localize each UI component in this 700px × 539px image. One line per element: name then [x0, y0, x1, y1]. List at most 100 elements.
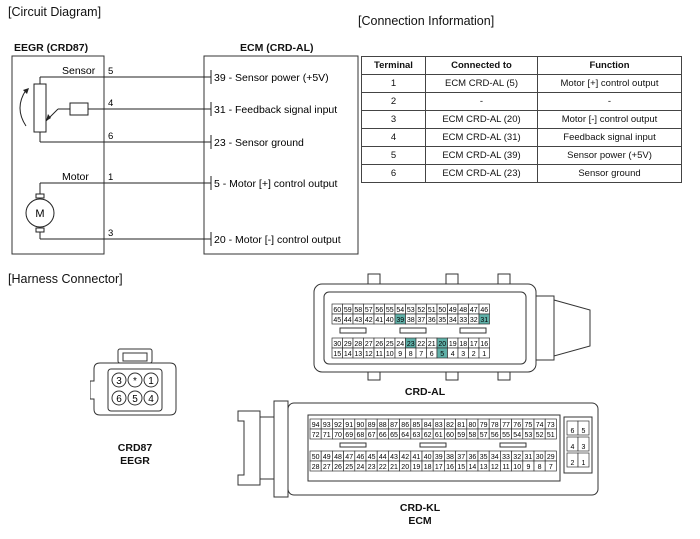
pin-number: 48	[459, 307, 467, 314]
pin-number: 65	[390, 432, 398, 439]
pin-number: 59	[457, 432, 465, 439]
pin-number: 27	[365, 341, 373, 348]
pin-number: 22	[379, 464, 387, 471]
pin-number: 29	[547, 454, 555, 461]
pin-number: 66	[379, 432, 387, 439]
pin-number: 42	[401, 454, 409, 461]
pin-number: 86	[401, 422, 409, 429]
crd-kl-pin	[544, 460, 557, 472]
pin-number: 34	[491, 454, 499, 461]
pin-number: 14	[469, 464, 477, 471]
pin-number: 5	[440, 351, 444, 358]
pin-number: 77	[502, 422, 510, 429]
pin-number: 38	[407, 317, 415, 324]
pin-number: 7	[419, 351, 423, 358]
pin-number: 2	[472, 351, 476, 358]
pin-number: 16	[480, 341, 488, 348]
crd87-caption-2: EEGR	[120, 455, 150, 467]
pin-number: 53	[407, 307, 415, 314]
pin-number: 63	[413, 432, 421, 439]
pin-number: 9	[526, 464, 530, 471]
pin-number: 52	[536, 432, 544, 439]
crd87-pin-4: 4	[148, 394, 154, 405]
pin-number: 33	[459, 317, 467, 324]
pin-number: 25	[386, 341, 394, 348]
crd-kl-side-pin	[577, 420, 590, 436]
pin-number: 17	[435, 464, 443, 471]
connection-section-title: [Connection Information]	[358, 14, 495, 28]
pin-number: 81	[457, 422, 465, 429]
ecm-pin-20-label: 20 - Motor [-] control output	[214, 234, 341, 246]
cell-terminal: 4	[361, 128, 426, 147]
cell-function: Motor [+] control output	[537, 74, 682, 93]
pin-number: 56	[491, 432, 499, 439]
eegr-pin-3: 3	[108, 228, 113, 239]
pin-number: 68	[357, 432, 365, 439]
pin-number: 36	[428, 317, 436, 324]
pin-number: 43	[390, 454, 398, 461]
pin-number: 19	[413, 464, 421, 471]
pin-number: 54	[396, 307, 404, 314]
pin-number: 60	[333, 307, 341, 314]
pin-number: 58	[469, 432, 477, 439]
eegr-box-title: EEGR (CRD87)	[14, 42, 89, 54]
pin-number: 21	[390, 464, 398, 471]
crd87-pin-5: 5	[132, 394, 138, 405]
pin-number: 32	[513, 454, 521, 461]
circuit-diagram: M Sensor Motor 5 4 6 1 3 39 - Sensor pow…	[11, 55, 359, 255]
pin-number: 31	[480, 317, 488, 324]
pin-number: 20	[401, 464, 409, 471]
pin-number: 41	[413, 454, 421, 461]
pin-number: 13	[480, 464, 488, 471]
pin-number: 20	[438, 341, 446, 348]
pin-number: 46	[357, 454, 365, 461]
cell-connected-to: ECM CRD-AL (5)	[425, 74, 538, 93]
wires	[104, 70, 212, 246]
pin-number: 17	[470, 341, 478, 348]
pin-number: 83	[435, 422, 443, 429]
pin-number: 61	[435, 432, 443, 439]
pin-number: 4	[451, 351, 455, 358]
cell-terminal: 2	[361, 92, 426, 111]
pin-number: 5	[582, 428, 586, 435]
pin-number: 31	[525, 454, 533, 461]
pin-number: 35	[438, 317, 446, 324]
pin-number: 28	[354, 341, 362, 348]
pin-number: 18	[459, 341, 467, 348]
pin-number: 75	[525, 422, 533, 429]
cell-terminal: 5	[361, 146, 426, 165]
cell-connected-to: ECM CRD-AL (39)	[425, 146, 538, 165]
pin-number: 19	[449, 341, 457, 348]
pin-number: 62	[424, 432, 432, 439]
pin-number: 8	[409, 351, 413, 358]
pin-number: 28	[312, 464, 320, 471]
pin-number: 87	[390, 422, 398, 429]
pin-number: 11	[502, 464, 509, 471]
pin-number: 25	[345, 464, 353, 471]
ecm-box	[203, 55, 359, 255]
cell-function: Motor [-] control output	[537, 110, 682, 129]
pin-number: 73	[547, 422, 555, 429]
pin-number: 33	[502, 454, 510, 461]
pin-number: 57	[365, 307, 373, 314]
pin-number: 2	[571, 460, 575, 467]
crd-kl-caption-1: CRD-KL	[399, 502, 441, 514]
crd87-pin-3: 3	[116, 376, 122, 387]
pin-number: 52	[417, 307, 425, 314]
pin-number: 37	[457, 454, 465, 461]
pin-number: 50	[312, 454, 320, 461]
circuit-section-title: [Circuit Diagram]	[8, 5, 102, 19]
pin-number: 12	[491, 464, 499, 471]
cell-function: Sensor power (+5V)	[537, 146, 682, 165]
cell-function: Feedback signal input	[537, 128, 682, 147]
pin-number: 40	[424, 454, 432, 461]
sensor-label: Sensor	[62, 65, 96, 77]
pin-number: 88	[379, 422, 387, 429]
pin-number: 6	[571, 428, 575, 435]
cell-connected-to: ECM CRD-AL (31)	[425, 128, 538, 147]
pin-number: 54	[513, 432, 521, 439]
